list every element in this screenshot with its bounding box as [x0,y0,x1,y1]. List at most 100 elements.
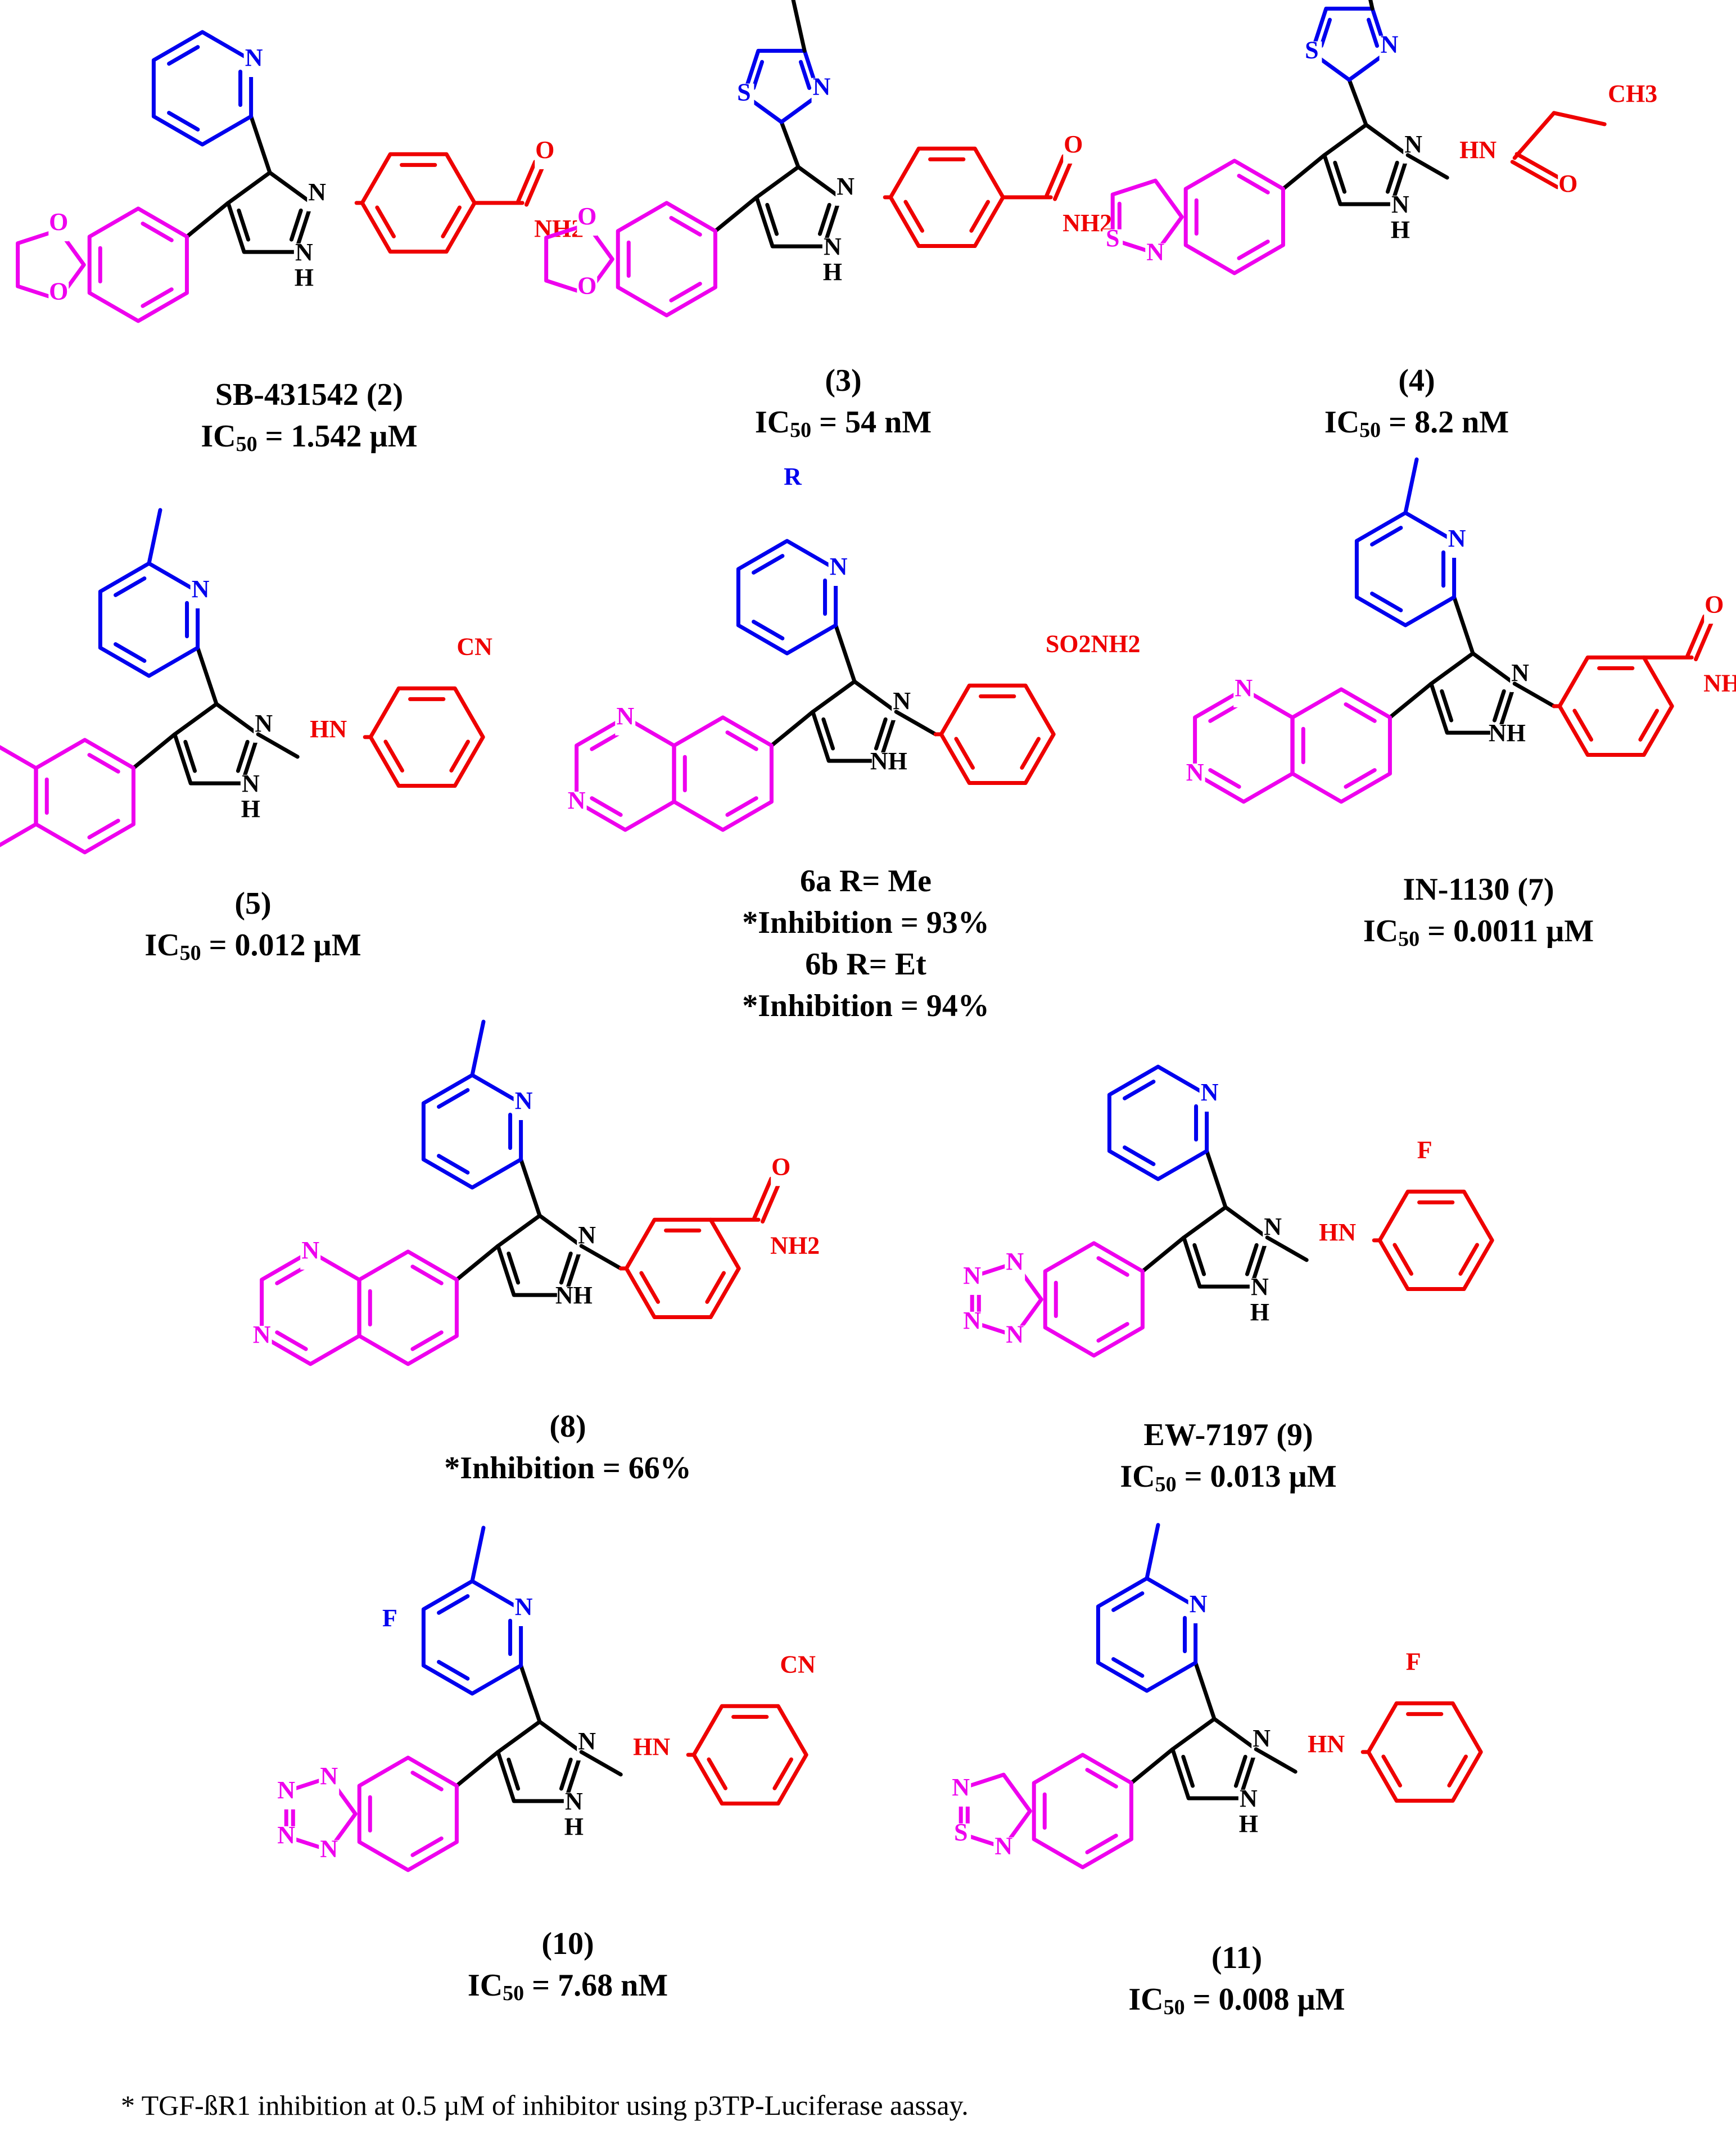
atom-n: N [616,702,634,730]
double-bond [1237,174,1270,195]
atom-hn: HN [633,1733,670,1761]
atom-n: N [568,787,586,814]
double-bond [1333,160,1347,194]
atom-mask [962,1311,983,1340]
compound-name: EW-7197 (9) [1143,1418,1313,1452]
double-bond [114,642,147,663]
bond [834,623,857,684]
compound-name: (8) [549,1409,586,1444]
atom-mask [48,213,69,242]
atom-bt_s: S [954,1818,968,1846]
caption-compound-9: EW-7197 (9) IC50 = 0.013 µM [1048,1414,1408,1497]
double-bond [1366,17,1380,48]
double-bond [183,739,197,773]
atom-mask [1321,1223,1355,1252]
aryl-ring [1366,1701,1483,1803]
double-bond [954,737,975,770]
atom-mask [781,1655,815,1684]
double-bond [1096,1256,1129,1277]
atom-mask [251,1325,272,1354]
double-bond [821,717,835,751]
atom-hn: HN [1319,1218,1356,1246]
bond [1368,0,1375,11]
fused-hetero-ring [575,715,676,832]
double-bond [87,819,120,839]
ic50-line: IC50 = 8.2 nM [1324,405,1509,442]
caption-compound-6: 6a R= Me *Inhibition = 93% 6b R= Et *Inh… [669,860,1063,1027]
double-bond [669,216,702,237]
atom-mask [1185,763,1205,792]
double-bond [1111,1591,1145,1612]
atom-mask [951,1778,971,1807]
atom-mask [1301,41,1322,70]
pyridine-ring [421,1073,523,1190]
double-bond [725,730,758,751]
double-bond [437,1660,470,1681]
atom-n: N [1381,31,1399,58]
imidazole-ring [754,165,842,249]
atom-mask [951,1823,971,1852]
atom-n: N [1186,759,1204,786]
inhibition-line: *Inhibition = 94% [742,988,989,1023]
atom-hn: HN [1459,136,1497,164]
atom-mask [190,580,211,608]
fused-benzo-ring [357,1249,459,1366]
double-bond [1572,708,1594,742]
bond [1281,153,1327,191]
double-bond [410,1836,444,1857]
aryl-ring [691,1704,808,1806]
double-bond [590,796,623,817]
bond [454,1244,500,1282]
atom-mask [962,1266,983,1295]
compound-name: (3) [825,363,862,398]
atom-mask [1005,1253,1025,1281]
caption-compound-11: (11) IC50 = 0.008 µM [1057,1937,1417,2020]
aryl-ring [360,152,477,254]
double-bond [1245,1243,1259,1276]
double-bond [817,202,831,236]
pyridine-ring [1096,1576,1198,1693]
bond [184,201,230,239]
atom-mask [771,1158,792,1186]
ic50-line: IC50 = 0.012 µM [144,928,361,965]
fused-benzo-ring [357,1755,459,1872]
bond [1685,614,1707,658]
atom-mask [1704,595,1725,624]
bond [1510,160,1559,189]
double-bond [437,1088,470,1109]
atom-mask [1446,530,1467,558]
atom-btz_s: S [1106,224,1119,252]
double-bond [707,1757,728,1790]
atom-mask [240,775,261,804]
atom-mask [822,238,843,267]
bond [1194,1660,1217,1721]
atom-mask [513,1598,534,1626]
atom-nh: N [242,770,260,797]
double-bond [410,1330,444,1351]
atom-hn: HN [1308,1730,1345,1758]
bond [470,1525,486,1583]
atom-n: N [308,178,326,206]
atom-tz_n1: N [320,1835,338,1863]
atom-nh2: NH2 [1703,669,1736,697]
atom-h: H [295,264,314,291]
double-bond [167,45,200,66]
atom-nh: NH [870,747,907,775]
atom-s: S [737,79,751,106]
atom-n: N [837,173,855,200]
atom-h: H [564,1813,584,1840]
atom-mask [835,177,856,206]
pyridine-ring [421,1579,523,1696]
double-bond [1096,1322,1129,1343]
atom-hn: HN [310,715,347,743]
double-bond [639,1271,661,1304]
bond [752,1176,774,1220]
double-bond [375,205,396,238]
imidazole-ring [1170,1717,1258,1800]
fused-benzo-ring [1290,687,1392,804]
compound-name: IN-1130 (7) [1403,872,1554,907]
atom-mask [1461,141,1495,169]
